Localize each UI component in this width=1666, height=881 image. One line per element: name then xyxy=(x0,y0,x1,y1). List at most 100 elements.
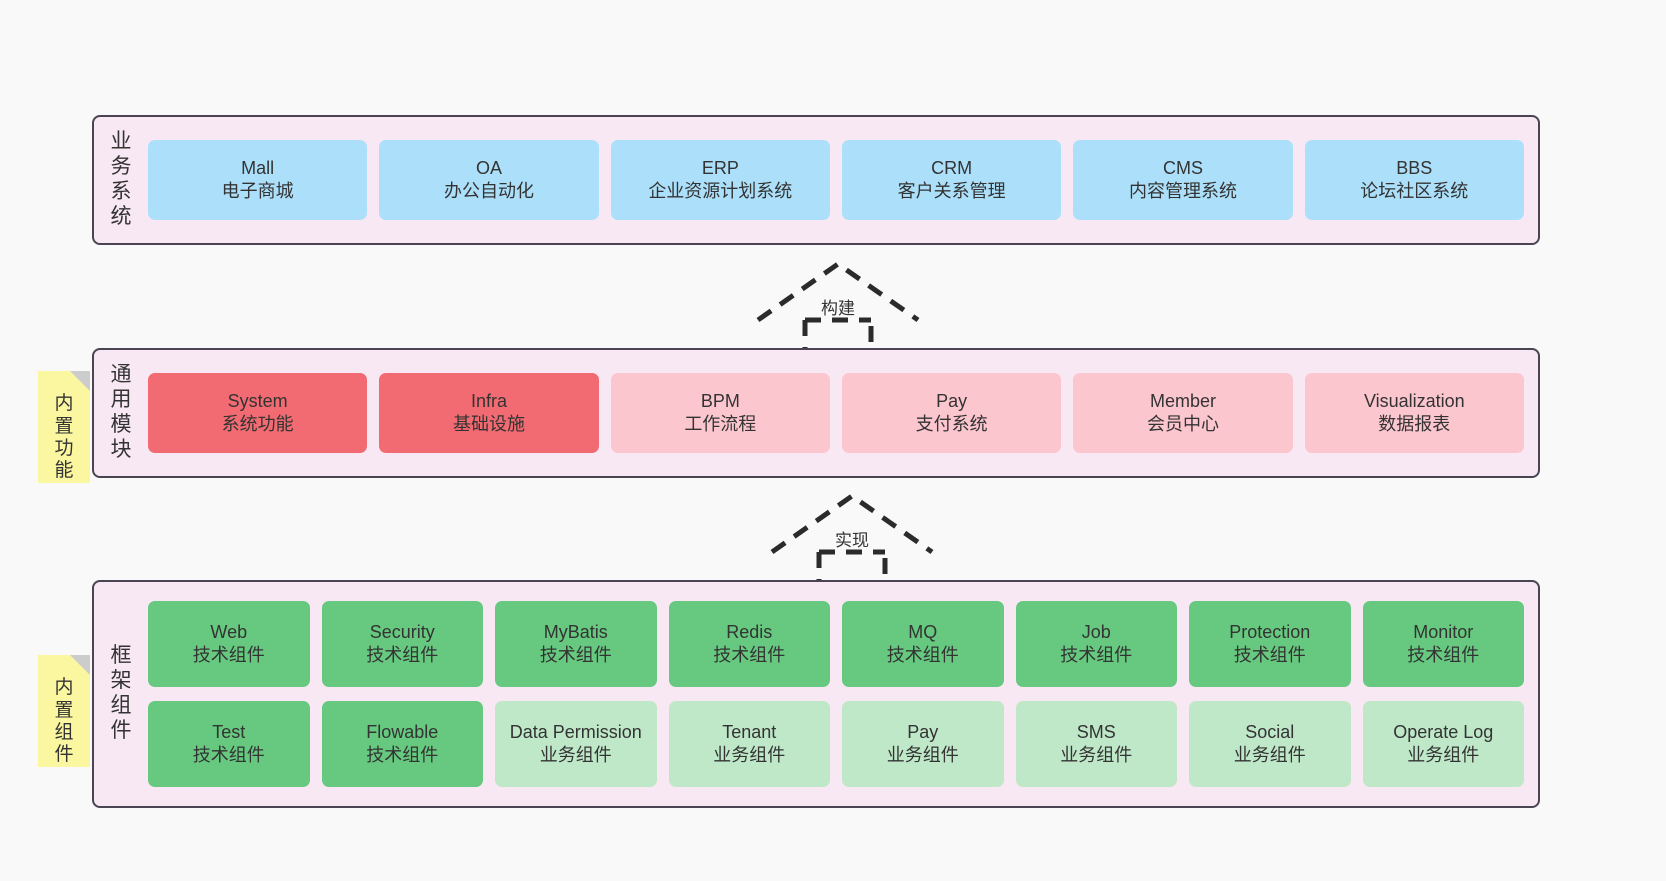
card-mq[interactable]: MQ 技术组件 xyxy=(842,601,1004,687)
relationship-arrow-realize: 实现 xyxy=(762,490,942,590)
card-title: Test xyxy=(212,721,246,742)
card-title: Social xyxy=(1245,721,1295,742)
card-monitor[interactable]: Monitor 技术组件 xyxy=(1362,601,1524,687)
card-title: Data Permission xyxy=(509,721,642,742)
card-redis[interactable]: Redis 技术组件 xyxy=(668,601,830,687)
card-subtitle: 技术组件 xyxy=(1407,645,1480,665)
note-char: 件 xyxy=(54,744,74,766)
layer-framework-component: 框 架 组 件 Web 技术组件 Security 技术组件 MyBatis 技… xyxy=(92,580,1540,808)
card-visualization[interactable]: Visualization 数据报表 xyxy=(1304,373,1524,453)
card-subtitle: 业务组件 xyxy=(1407,745,1480,765)
card-row: System 系统功能 Infra 基础设施 BPM 工作流程 Pay 支付系统… xyxy=(148,373,1524,453)
card-subtitle: 会员中心 xyxy=(1146,414,1219,434)
card-subtitle: 数据报表 xyxy=(1378,414,1451,434)
layer-title-char: 用 xyxy=(110,388,132,412)
card-security[interactable]: Security 技术组件 xyxy=(321,601,483,687)
layer-title-char: 通 xyxy=(110,363,132,387)
card-subtitle: 客户关系管理 xyxy=(897,181,1006,201)
card-system[interactable]: System 系统功能 xyxy=(148,373,368,453)
card-title: BBS xyxy=(1396,157,1433,178)
layer-title-char: 务 xyxy=(110,155,132,179)
card-title: Redis xyxy=(726,621,773,642)
layer-title-char: 系 xyxy=(110,180,132,203)
card-title: Job xyxy=(1081,621,1111,642)
card-social[interactable]: Social 业务组件 xyxy=(1189,701,1351,787)
card-subtitle: 业务组件 xyxy=(886,745,959,765)
card-title: Security xyxy=(369,621,435,642)
card-title: MyBatis xyxy=(543,621,608,642)
layer-common-module: 通 用 模 块 System 系统功能 Infra 基础设施 BPM 工作流程 xyxy=(92,348,1540,478)
card-web[interactable]: Web 技术组件 xyxy=(148,601,310,687)
relationship-arrow-build: 构建 xyxy=(748,258,928,358)
card-row: Test 技术组件 Flowable 技术组件 Data Permission … xyxy=(148,701,1524,787)
layer-title-char: 统 xyxy=(110,204,132,228)
card-protection[interactable]: Protection 技术组件 xyxy=(1189,601,1351,687)
card-row: Mall 电子商城 OA 办公自动化 ERP 企业资源计划系统 CRM 客户关系… xyxy=(148,140,1524,220)
layer-title-business-system: 业 务 系 统 xyxy=(94,117,148,243)
note-char: 内 xyxy=(54,393,74,415)
card-crm[interactable]: CRM 客户关系管理 xyxy=(841,140,1062,220)
card-oa[interactable]: OA 办公自动化 xyxy=(379,140,599,220)
card-data-permission[interactable]: Data Permission 业务组件 xyxy=(495,701,657,787)
card-title: Protection xyxy=(1229,621,1311,642)
card-subtitle: 办公自动化 xyxy=(443,181,534,201)
card-pay[interactable]: Pay 支付系统 xyxy=(841,373,1062,453)
card-title: MQ xyxy=(908,621,938,642)
card-tenant[interactable]: Tenant 业务组件 xyxy=(668,701,830,787)
card-title: OA xyxy=(475,157,502,178)
card-infra[interactable]: Infra 基础设施 xyxy=(379,373,599,453)
layer-title-char: 业 xyxy=(110,130,132,154)
note-char: 功 xyxy=(54,438,74,459)
card-title: System xyxy=(227,390,288,411)
card-mybatis[interactable]: MyBatis 技术组件 xyxy=(495,601,657,687)
layer-title-char: 件 xyxy=(110,718,132,742)
card-member[interactable]: Member 会员中心 xyxy=(1073,373,1293,453)
layer-title-char: 架 xyxy=(110,669,132,693)
card-subtitle: 内容管理系统 xyxy=(1128,181,1237,201)
card-bbs[interactable]: BBS 论坛社区系统 xyxy=(1304,140,1524,220)
card-title: Visualization xyxy=(1363,390,1465,411)
card-mall[interactable]: Mall 电子商城 xyxy=(148,140,368,220)
card-title: Monitor xyxy=(1413,621,1474,642)
card-subtitle: 技术组件 xyxy=(366,745,439,765)
layer-body-framework-component: Web 技术组件 Security 技术组件 MyBatis 技术组件 Redi… xyxy=(148,582,1538,806)
sticky-note-builtin-component: 内 置 组 件 xyxy=(38,655,90,767)
arrow-label-realize: 实现 xyxy=(835,531,869,550)
card-title: Pay xyxy=(936,390,968,411)
card-subtitle: 基础设施 xyxy=(452,414,525,434)
card-flowable[interactable]: Flowable 技术组件 xyxy=(321,701,483,787)
card-subtitle: 系统功能 xyxy=(221,414,294,434)
card-row: Web 技术组件 Security 技术组件 MyBatis 技术组件 Redi… xyxy=(148,601,1524,687)
card-subtitle: 技术组件 xyxy=(886,645,959,665)
layer-title-common-module: 通 用 模 块 xyxy=(94,350,148,476)
layer-title-char: 框 xyxy=(110,644,132,668)
layer-body-business-system: Mall 电子商城 OA 办公自动化 ERP 企业资源计划系统 CRM 客户关系… xyxy=(148,117,1538,243)
layer-title-char: 模 xyxy=(110,413,132,436)
card-title: Web xyxy=(210,621,248,642)
card-operate-log[interactable]: Operate Log 业务组件 xyxy=(1362,701,1524,787)
card-subtitle: 工作流程 xyxy=(684,414,757,434)
card-title: Infra xyxy=(470,390,507,411)
card-title: Operate Log xyxy=(1393,721,1494,742)
layer-business-system: 业 务 系 统 Mall 电子商城 OA 办公自动化 ERP 企业资源计划系统 xyxy=(92,115,1540,245)
card-cms[interactable]: CMS 内容管理系统 xyxy=(1073,140,1293,220)
card-subtitle: 企业资源计划系统 xyxy=(648,181,793,201)
arrow-label-build: 构建 xyxy=(821,299,855,318)
card-subtitle: 支付系统 xyxy=(915,414,988,434)
card-title: Member xyxy=(1149,390,1216,411)
card-bpm[interactable]: BPM 工作流程 xyxy=(610,373,830,453)
layer-title-char: 组 xyxy=(110,694,132,717)
card-title: CRM xyxy=(931,157,973,178)
card-test[interactable]: Test 技术组件 xyxy=(148,701,310,787)
card-job[interactable]: Job 技术组件 xyxy=(1015,601,1177,687)
card-sms[interactable]: SMS 业务组件 xyxy=(1015,701,1177,787)
card-subtitle: 论坛社区系统 xyxy=(1360,181,1469,201)
card-subtitle: 业务组件 xyxy=(1060,745,1133,765)
card-erp[interactable]: ERP 企业资源计划系统 xyxy=(610,140,830,220)
card-title: CMS xyxy=(1162,157,1203,178)
card-subtitle: 业务组件 xyxy=(713,745,786,765)
card-pay-business[interactable]: Pay 业务组件 xyxy=(842,701,1004,787)
layer-body-common-module: System 系统功能 Infra 基础设施 BPM 工作流程 Pay 支付系统… xyxy=(148,350,1538,476)
note-char: 置 xyxy=(54,415,74,437)
